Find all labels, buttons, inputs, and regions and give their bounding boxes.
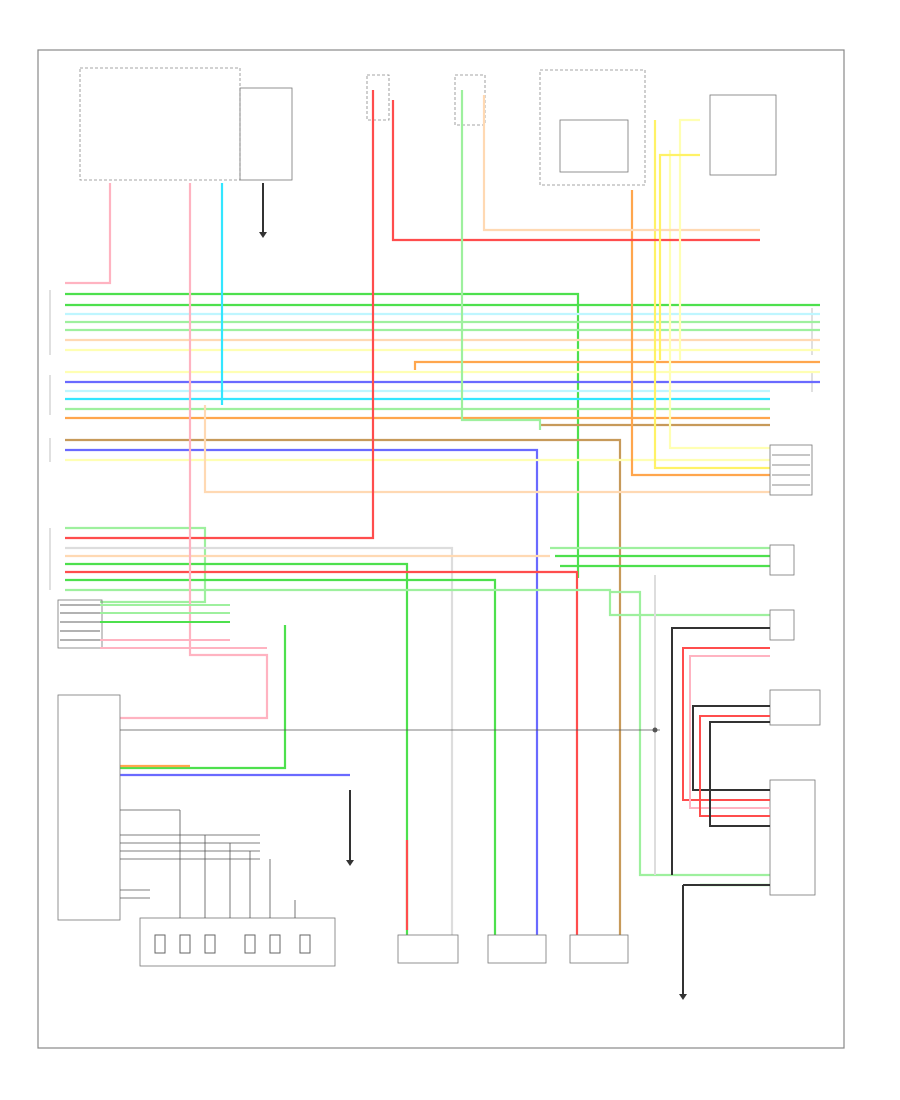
wire-lightgreen <box>460 90 542 430</box>
wire-brown <box>65 438 622 935</box>
wire-orange <box>630 190 770 477</box>
fuse-feed-lines <box>179 810 296 918</box>
wire-pink <box>65 183 112 285</box>
right-connector-stack <box>769 444 821 896</box>
splice-point <box>652 727 658 733</box>
left-pin-connector <box>57 599 103 649</box>
wire-yellow <box>658 153 700 360</box>
pin-connector-wires <box>100 604 267 649</box>
wire-lightyellow <box>668 150 770 450</box>
solenoid-box-1 <box>397 934 459 964</box>
relay-top-left <box>366 74 390 121</box>
wire-green <box>65 292 580 578</box>
transmission-range-switch-box <box>539 69 646 186</box>
control-module-box <box>57 694 121 921</box>
ground-symbol <box>259 183 687 1000</box>
wire-lightgray <box>65 546 454 935</box>
right-lower-wires <box>654 575 770 886</box>
wire-yellow <box>653 120 770 470</box>
wire-green <box>65 562 409 935</box>
wire-red <box>65 570 579 935</box>
body-control-module-box <box>79 67 241 181</box>
wire-green <box>65 578 497 935</box>
wire-green <box>120 625 287 770</box>
relay-top-mid <box>454 74 486 126</box>
wire-orange <box>413 360 820 370</box>
transmission-inner-box <box>559 119 629 173</box>
solenoid-box-2 <box>487 934 547 964</box>
diagram-frame <box>37 49 845 1049</box>
brake-switch-box <box>709 94 777 176</box>
wire-pink <box>120 183 269 720</box>
wire-red <box>65 90 375 540</box>
wire-lightgreen <box>610 590 770 877</box>
wire-lightyellow <box>678 118 700 360</box>
fuse-symbols <box>154 934 311 954</box>
solenoid-box-3 <box>569 934 629 964</box>
wire-blue <box>65 448 539 935</box>
fuse-block-box <box>139 917 336 967</box>
module-pin-lines <box>120 729 660 899</box>
wire-lightgreen <box>65 588 770 617</box>
wire-bundle <box>65 90 820 935</box>
wire-peach <box>482 95 760 232</box>
wire-red <box>391 100 760 242</box>
wire-peach <box>203 405 770 494</box>
module-inner-box <box>239 87 293 181</box>
